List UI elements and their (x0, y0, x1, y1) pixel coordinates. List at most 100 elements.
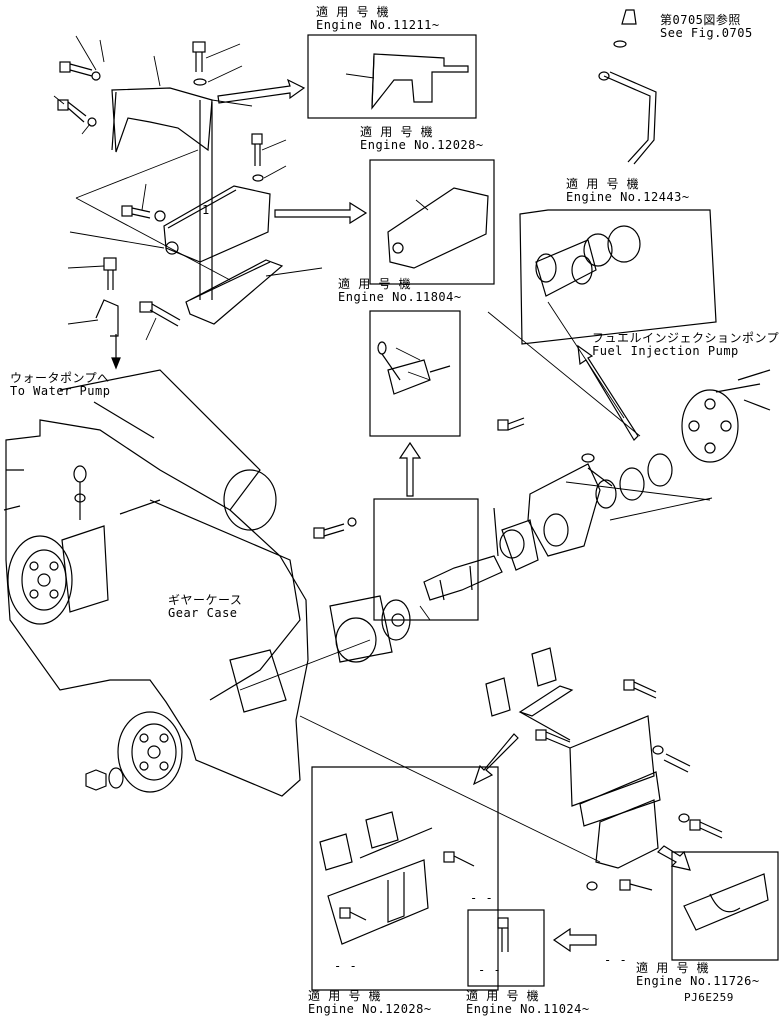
callout-label-11804: 適 用 号 機 Engine No.11804~ (338, 278, 462, 304)
hollow-arrow-to-11211 (217, 78, 306, 104)
callout-part-11024 (497, 917, 509, 952)
bolt-top-left-1 (59, 61, 101, 81)
bolt-lower-right-1 (623, 679, 657, 699)
bolt-pump (497, 417, 525, 431)
water-pump-label: ウォータポンプへ To Water Pump (10, 372, 110, 398)
callout-box-12028-bottom (311, 766, 499, 991)
bolt-lower-right-4 (678, 813, 723, 839)
callout-11024-en: Engine No.11024~ (466, 1002, 590, 1016)
bolt-lower-right-3 (652, 745, 691, 773)
hollow-arrow-to-12028 (274, 201, 368, 225)
fuel-pump-body (681, 369, 771, 463)
bolt-lower-right-2 (535, 729, 571, 749)
callout-12443-jp: 適 用 号 機 (566, 177, 640, 191)
callout-11726-jp: 適 用 号 機 (636, 961, 710, 975)
callout-label-11211: 適 用 号 機 Engine No.11211~ (316, 6, 440, 32)
callout-part-11726 (683, 873, 769, 931)
gear-case (3, 369, 309, 797)
water-pump-jp: ウォータポンプへ (10, 371, 110, 385)
washer-idler (108, 767, 124, 789)
gear-water-pump-drive (7, 465, 109, 625)
dash-mark-1: - - (470, 891, 494, 905)
thrust-plate (381, 599, 411, 641)
plate-gasket (185, 259, 284, 325)
callout-box-camshaft (373, 498, 479, 621)
gear-case-en: Gear Case (168, 606, 238, 620)
top-bracket (111, 87, 213, 300)
callout-part-12028-top (387, 187, 489, 269)
bolt-lower-right-5 (586, 879, 653, 891)
fuel-pump-jp: フュエルインジェクションポンプ (592, 331, 780, 345)
callout-box-11024 (467, 909, 545, 987)
bolt-top-left-2 (57, 99, 97, 127)
gear-idler (117, 711, 183, 793)
gear-case-label: ギヤーケース Gear Case (168, 594, 242, 620)
callout-part-12028-bottom (319, 811, 475, 945)
callout-11804-en: Engine No.11804~ (338, 290, 462, 304)
callout-label-12443: 適 用 号 機 Engine No.12443~ (566, 178, 690, 204)
callout-11804-jp: 適 用 号 機 (338, 277, 412, 291)
gear-case-gasket (329, 595, 393, 663)
dash-mark-4: - - (604, 953, 628, 967)
bolt-top-vertical (192, 41, 207, 86)
dash-mark-2: - - (334, 959, 358, 973)
hollow-arrow-up-11804 (398, 441, 422, 497)
bushings-lower (485, 647, 557, 717)
callout-12028-bottom-jp: 適 用 号 機 (308, 989, 382, 1003)
fuel-pipe (598, 9, 657, 165)
fig-reference-en: See Fig.0705 (660, 26, 753, 40)
callout-part-11804-shaft (377, 341, 451, 395)
gear-case-jp: ギヤーケース (168, 593, 243, 607)
callout-12028-bottom-en: Engine No.12028~ (308, 1002, 432, 1016)
dash-mark-3: - - (478, 963, 502, 977)
callout-11211-jp: 適 用 号 機 (316, 5, 390, 19)
leader-lines (53, 35, 431, 381)
arrow-to-water-pump (111, 334, 121, 370)
fuel-pump-en: Fuel Injection Pump (592, 344, 739, 358)
callout-label-12028-top: 適 用 号 機 Engine No.12028~ (360, 126, 484, 152)
bolt-mid-vertical (251, 133, 264, 182)
bolt-lower-left (103, 257, 117, 290)
fuel-pump-label: フュエルインジェクションポンプ Fuel Injection Pump (592, 332, 779, 358)
drawing-code: PJ6E259 (684, 991, 734, 1004)
hollow-arrow-to-11726 (657, 845, 691, 871)
cover-plate-lower (569, 715, 661, 869)
camshaft-bushing (499, 519, 539, 571)
callout-label-12028-bottom: 適 用 号 機 Engine No.12028~ (308, 990, 432, 1016)
bolt-mid-horizontal (121, 205, 166, 222)
bracket-lower-right (518, 685, 574, 741)
middle-bracket (163, 185, 271, 263)
long-leader-lines (239, 301, 713, 863)
bolt-long-mid (139, 301, 181, 327)
callout-12028-top-en: Engine No.12028~ (360, 138, 484, 152)
callout-box-11804 (369, 310, 461, 437)
washer-pump (581, 453, 595, 463)
hollow-arrow-fuel-pump (577, 344, 639, 441)
fig-reference-label: 第0705図参照 See Fig.0705 (660, 14, 753, 40)
bolt-camshaft (313, 517, 357, 539)
marker-1: 1 (202, 203, 210, 217)
callout-11726-en: Engine No.11726~ (636, 974, 760, 988)
callout-label-11726: 適 用 号 機 Engine No.11726~ (636, 962, 760, 988)
hollow-arrow-to-11024 (552, 927, 597, 953)
callout-12443-parts (535, 225, 641, 297)
callout-box-12443 (519, 209, 717, 345)
callout-12443-en: Engine No.12443~ (566, 190, 690, 204)
callout-label-11024: 適 用 号 機 Engine No.11024~ (466, 990, 590, 1016)
hollow-arrow-to-12028-bottom (472, 733, 519, 786)
coupling-rings (595, 453, 673, 509)
water-pump-en: To Water Pump (10, 384, 111, 398)
callout-box-11726 (671, 851, 779, 961)
pump-housing (527, 463, 613, 557)
small-bracket-water (95, 299, 119, 337)
callout-box-11211 (307, 34, 477, 119)
nut-idler (85, 769, 107, 791)
camshaft (423, 507, 503, 601)
callout-12028-top-jp: 適 用 号 機 (360, 125, 434, 139)
callout-11024-jp: 適 用 号 機 (466, 989, 540, 1003)
fig-reference-jp: 第0705図参照 (660, 13, 741, 27)
callout-11211-en: Engine No.11211~ (316, 18, 440, 32)
callout-part-11211 (371, 53, 469, 110)
callout-box-12028-top (369, 159, 495, 285)
